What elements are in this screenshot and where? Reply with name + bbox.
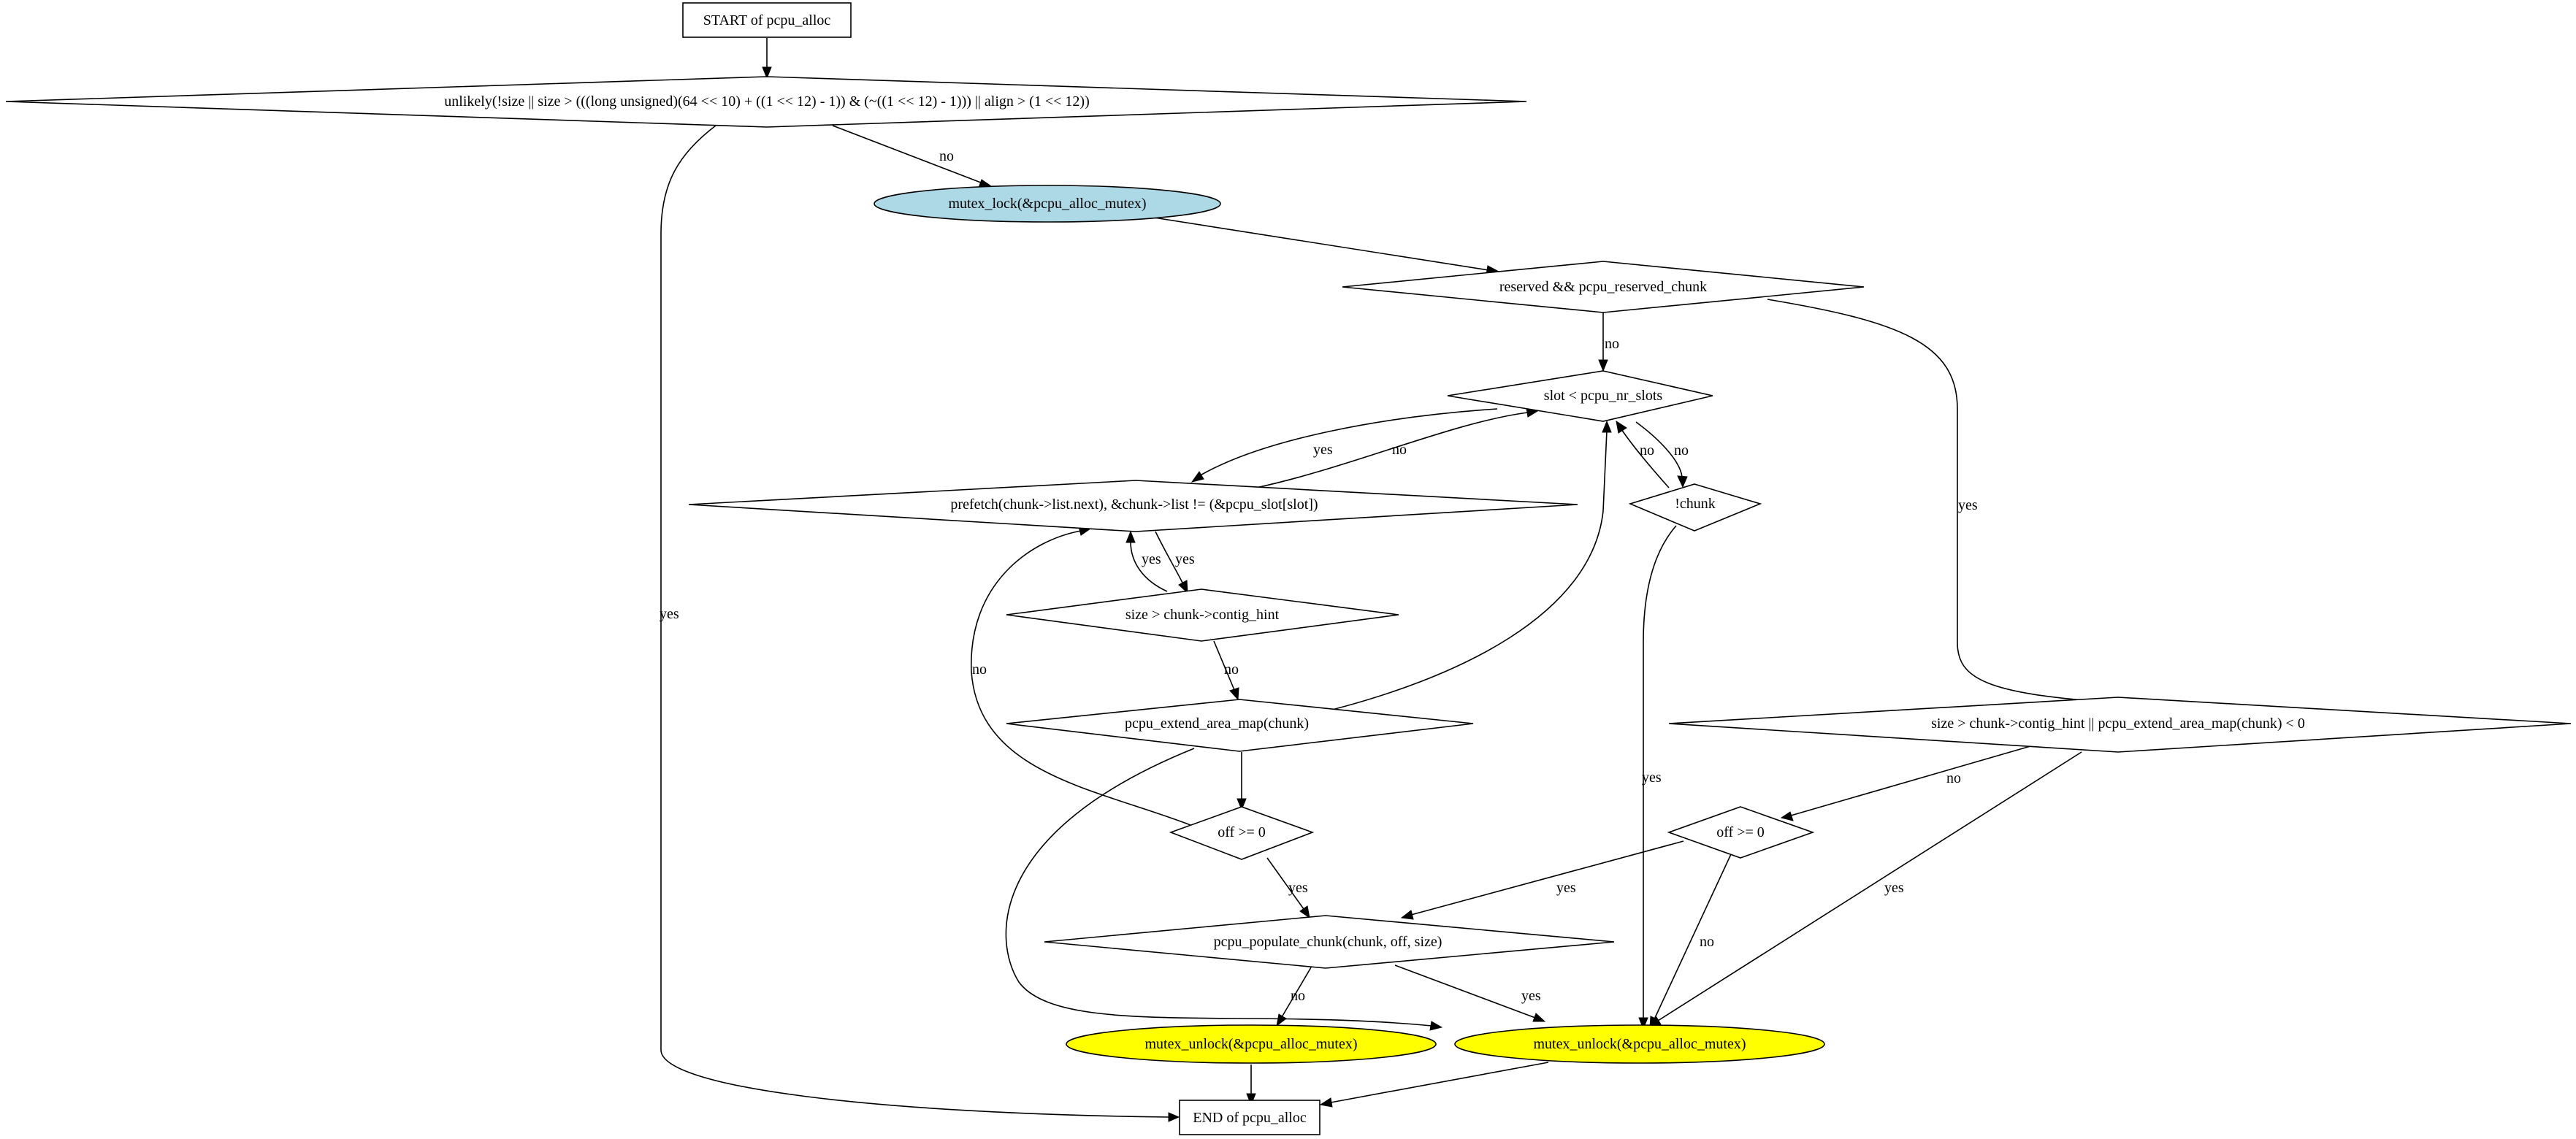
edge-size-to-extend	[1213, 640, 1235, 691]
arrowhead-icon	[1532, 1013, 1546, 1022]
mutex-lock-node: mutex_lock(&pcpu_alloc_mutex)	[874, 185, 1221, 223]
extend-map-decision: pcpu_extend_area_map(chunk)	[1006, 699, 1474, 752]
edge-check-to-lock	[832, 125, 985, 185]
edge-rextend-to-offr	[1790, 745, 2031, 816]
edge-label-populate-to-unlockl: no	[1291, 988, 1305, 1004]
arrowhead-icon	[1190, 471, 1204, 483]
arrowhead-icon	[1299, 905, 1310, 919]
size-contig-decision: size > chunk->contig_hint	[1006, 588, 1399, 642]
edge-reserved-to-rextend	[1767, 299, 2111, 703]
start-label: START of pcpu_alloc	[703, 12, 831, 28]
unlock-left-label: mutex_unlock(&pcpu_alloc_mutex)	[1144, 1036, 1357, 1052]
edge-offl-to-populate	[1266, 857, 1304, 910]
arrowhead-icon	[1125, 530, 1136, 543]
edge-slot-to-notchunk	[1635, 421, 1683, 478]
check-size-decision: unlikely(!size || size > (((long unsigne…	[5, 76, 1527, 128]
slot-check-label: slot < pcpu_nr_slots	[1544, 388, 1663, 404]
arrowhead-icon	[1780, 811, 1794, 821]
edge-list-to-slot	[1255, 412, 1529, 488]
list-iter-label: prefetch(chunk->list.next), &chunk->list…	[950, 496, 1318, 513]
off-right-label: off >= 0	[1716, 824, 1765, 840]
edge-size-to-list	[1130, 541, 1168, 592]
arrowhead-icon	[1178, 580, 1188, 594]
edge-label-notchunk-to-unlock: yes	[1642, 770, 1662, 786]
edge-label-size-to-extend: no	[1224, 661, 1239, 678]
edge-label-offr-to-unlock: no	[1700, 934, 1714, 950]
arrowhead-icon	[1168, 1112, 1180, 1122]
edge-offl-to-list	[971, 530, 1191, 826]
off-right-decision: off >= 0	[1667, 806, 1815, 859]
off-left-decision: off >= 0	[1169, 806, 1315, 860]
edge-offr-to-unlock	[1654, 854, 1732, 1020]
list-iter-decision: prefetch(chunk->list.next), &chunk->list…	[688, 480, 1578, 532]
start-node: START of pcpu_alloc	[682, 2, 852, 38]
edge-label-reserved-to-slot: no	[1605, 336, 1619, 352]
arrowhead-icon	[1400, 910, 1414, 920]
edge-label-rextend-to-unlock: yes	[1884, 880, 1904, 896]
edge-extend-to-unlock	[1005, 748, 1432, 1027]
arrowhead-icon	[1677, 475, 1688, 488]
edge-notchunk-to-unlock	[1643, 525, 1677, 1019]
size-contig-label: size > chunk->contig_hint	[1125, 607, 1280, 623]
edge-label-check-to-lock: no	[939, 148, 954, 164]
arrowhead-icon	[1276, 1013, 1287, 1027]
arrowhead-icon	[762, 66, 772, 80]
end-node: END of pcpu_alloc	[1179, 1100, 1321, 1135]
edge-slot-to-list	[1197, 408, 1498, 478]
arrowhead-icon	[1229, 687, 1239, 701]
arrowhead-icon	[1598, 359, 1608, 372]
not-chunk-decision: !chunk	[1628, 483, 1762, 532]
edge-list-to-size	[1155, 531, 1184, 585]
edge-notchunk-to-slot	[1621, 429, 1670, 488]
arrowhead-icon	[1319, 1097, 1333, 1108]
edge-label-slot-to-list: yes	[1313, 442, 1333, 458]
arrowhead-icon	[1429, 1021, 1443, 1031]
edge-label-populate-to-unlockr: yes	[1521, 988, 1541, 1004]
not-chunk-label: !chunk	[1675, 496, 1716, 512]
arrowhead-icon	[1638, 1017, 1648, 1030]
edge-extend-to-slot	[1314, 430, 1608, 715]
unlock-right-label: mutex_unlock(&pcpu_alloc_mutex)	[1533, 1036, 1746, 1052]
reserved-check-label: reserved && pcpu_reserved_chunk	[1499, 279, 1707, 295]
arrowhead-icon	[1246, 1093, 1256, 1106]
edge-unlockr-to-end	[1330, 1062, 1549, 1103]
edge-label-offr-to-populate: yes	[1556, 880, 1576, 896]
edge-label-notchunk-to-slot: no	[1640, 442, 1654, 459]
edge-label-offl-to-populate: yes	[1288, 880, 1308, 896]
reserved-extend-decision: size > chunk->contig_hint || pcpu_extend…	[1668, 697, 2572, 753]
edge-check-to-end	[660, 125, 1169, 1118]
extend-map-label: pcpu_extend_area_map(chunk)	[1125, 716, 1309, 732]
end-label: END of pcpu_alloc	[1193, 1110, 1307, 1126]
edge-rextend-to-unlock	[1657, 751, 2082, 1021]
populate-decision: pcpu_populate_chunk(chunk, off, size)	[1044, 915, 1615, 969]
reserved-extend-label: size > chunk->contig_hint || pcpu_extend…	[1931, 716, 2305, 732]
edge-populate-to-unlockr	[1394, 964, 1536, 1019]
edge-label-offl-to-list: no	[972, 661, 987, 678]
unlock-right-node: mutex_unlock(&pcpu_alloc_mutex)	[1454, 1024, 1825, 1064]
edge-offr-to-populate	[1410, 840, 1684, 916]
edge-label-size-to-list: yes	[1142, 551, 1161, 567]
edge-label-rextend-to-offr: no	[1946, 770, 1961, 786]
edge-label-list-to-slot: no	[1392, 442, 1407, 458]
arrowhead-icon	[1616, 420, 1627, 434]
off-left-label: off >= 0	[1218, 824, 1266, 840]
edge-lock-to-reserved	[1153, 217, 1489, 271]
arrowhead-icon	[1237, 798, 1247, 811]
edge-label-slot-to-notchunk: no	[1674, 442, 1689, 459]
check-size-label: unlikely(!size || size > (((long unsigne…	[444, 93, 1089, 110]
edge-populate-to-unlockl	[1281, 967, 1312, 1018]
edge-label-list-to-size: yes	[1175, 551, 1195, 567]
reserved-check-decision: reserved && pcpu_reserved_chunk	[1342, 261, 1865, 313]
edge-label-check-to-end: yes	[660, 606, 679, 622]
arrowhead-icon	[1602, 420, 1612, 433]
populate-label: pcpu_populate_chunk(chunk, off, size)	[1214, 934, 1442, 950]
slot-check-decision: slot < pcpu_nr_slots	[1447, 370, 1713, 422]
unlock-left-node: mutex_unlock(&pcpu_alloc_mutex)	[1066, 1024, 1437, 1064]
edge-label-reserved-to-rextend: yes	[1958, 497, 1978, 513]
mutex-lock-label: mutex_lock(&pcpu_alloc_mutex)	[948, 196, 1146, 212]
